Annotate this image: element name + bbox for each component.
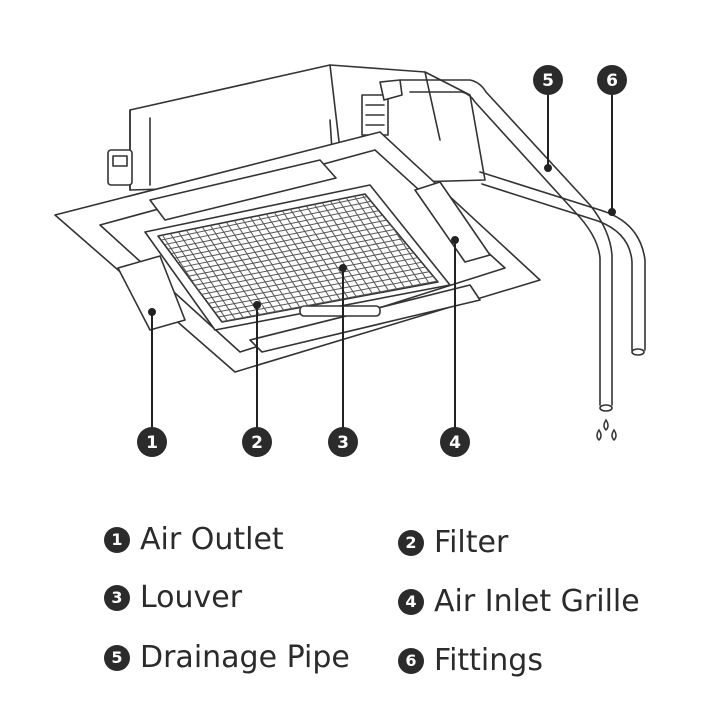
callout-badge-4: 4 — [440, 427, 470, 457]
legend-badge: 6 — [398, 647, 424, 674]
svg-text:6: 6 — [606, 71, 618, 91]
legend-item-louver: 3 Louver — [104, 580, 242, 615]
legend-badge: 2 — [398, 529, 424, 556]
callout-badge-1: 1 — [137, 427, 167, 457]
legend-label: Fittings — [434, 643, 543, 678]
legend-item-air-outlet: 1 Air Outlet — [104, 522, 284, 557]
fittings-pipe — [479, 171, 646, 351]
water-drops-icon — [596, 418, 617, 442]
legend-label: Louver — [140, 580, 243, 615]
legend-label: Air Inlet Grille — [434, 584, 640, 619]
callout-badge-6: 6 — [597, 65, 627, 95]
legend-label: Filter — [434, 525, 509, 560]
svg-text:3: 3 — [337, 433, 349, 453]
svg-text:1: 1 — [146, 433, 158, 453]
legend-item-air-inlet-grille: 4 Air Inlet Grille — [398, 584, 640, 619]
drainage-pipe — [399, 79, 613, 406]
legend-badge: 3 — [104, 584, 130, 611]
legend-badge: 1 — [104, 526, 130, 553]
callout-badge-2: 2 — [242, 427, 272, 457]
legend-badge: 5 — [104, 644, 130, 671]
legend-label: Air Outlet — [140, 522, 284, 557]
svg-text:5: 5 — [542, 71, 554, 91]
legend: 1 Air Outlet 2 Filter 3 Louver 4 Air Inl… — [0, 500, 720, 720]
legend-item-fittings: 6 Fittings — [398, 643, 543, 678]
legend-badge: 4 — [398, 588, 424, 615]
callout-badge-3: 3 — [328, 427, 358, 457]
cassette-ac-diagram: 1 2 3 4 5 6 — [54, 64, 646, 457]
legend-label: Drainage Pipe — [140, 640, 350, 675]
legend-item-filter: 2 Filter — [398, 525, 508, 560]
panel — [54, 131, 541, 373]
legend-item-drainage-pipe: 5 Drainage Pipe — [104, 640, 350, 675]
svg-text:2: 2 — [251, 433, 263, 453]
svg-text:4: 4 — [449, 433, 461, 453]
callout-badge-5: 5 — [533, 65, 563, 95]
